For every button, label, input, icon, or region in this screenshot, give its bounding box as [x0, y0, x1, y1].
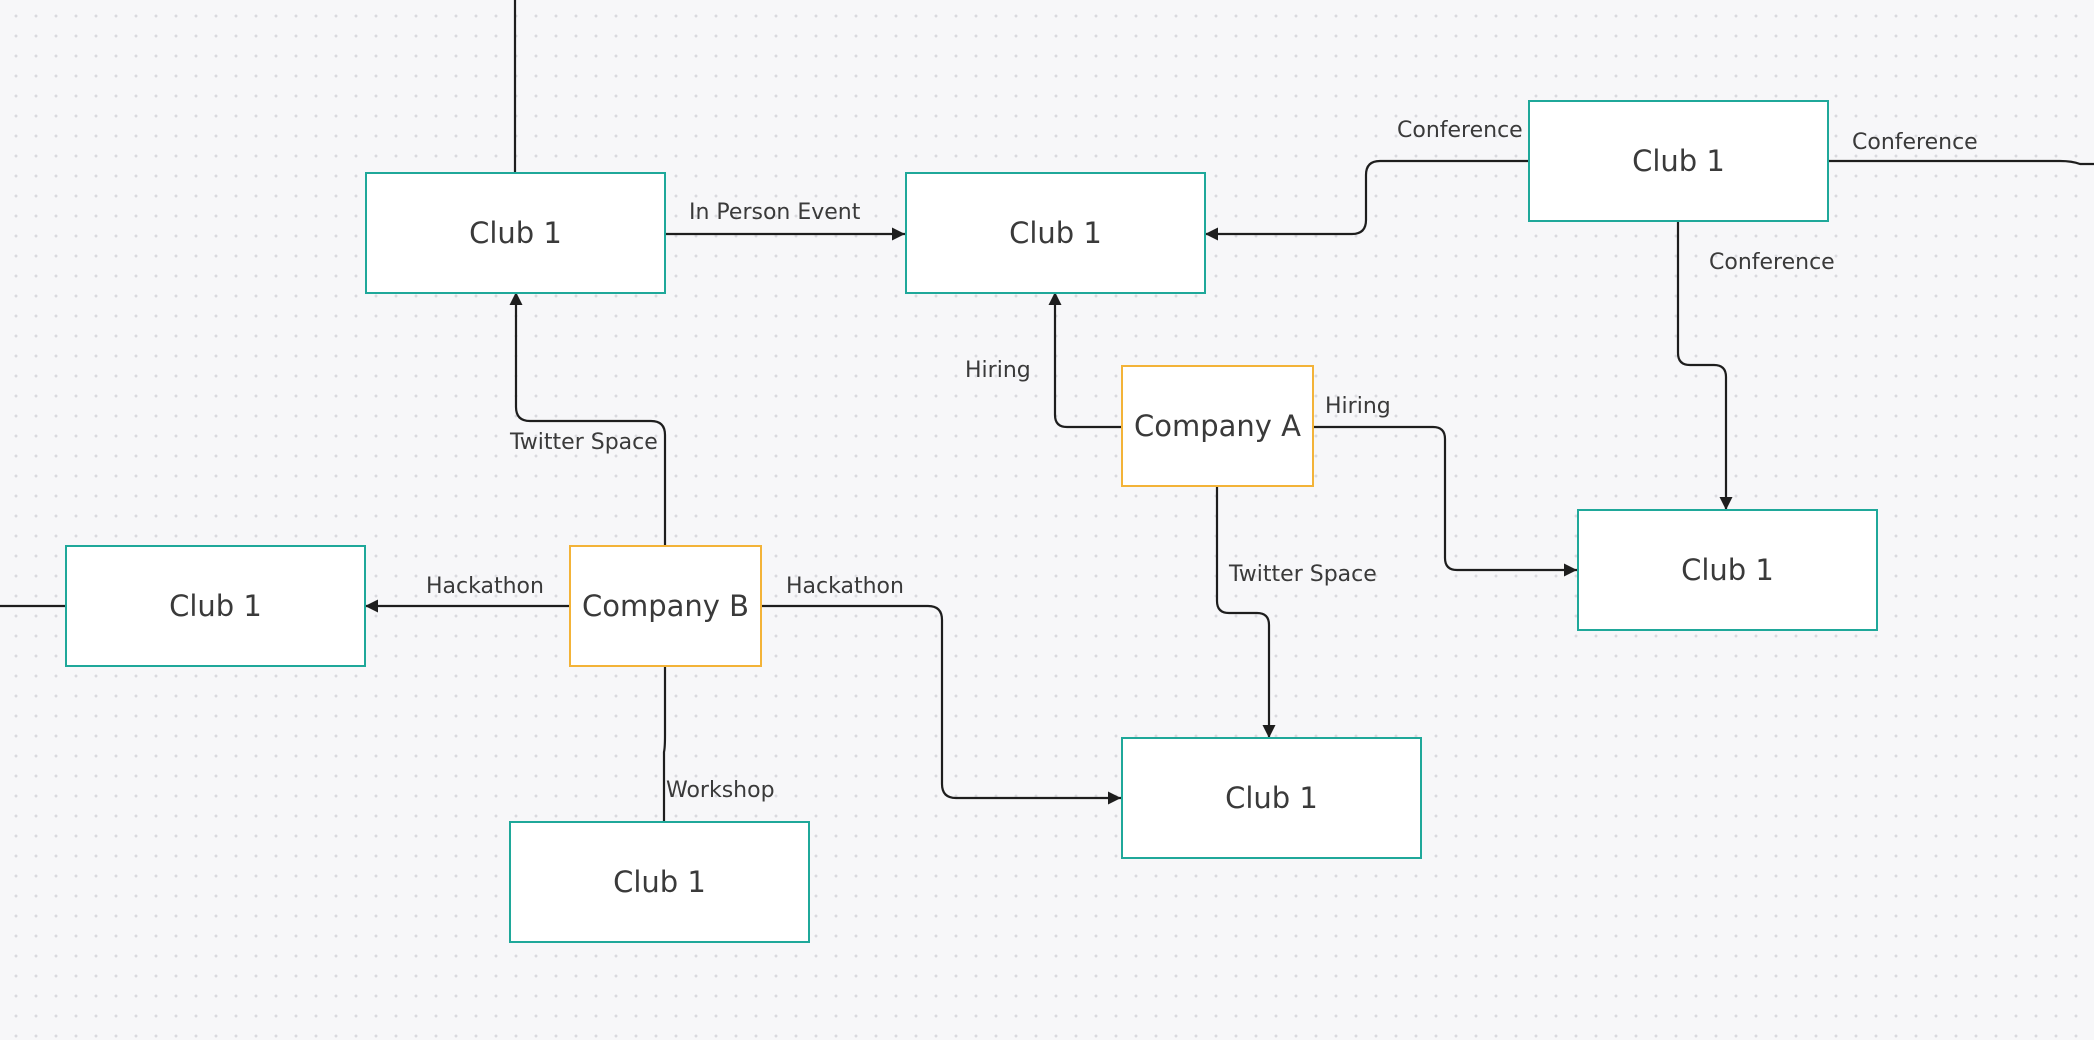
club-node-top-center[interactable]: Club 1 — [905, 172, 1206, 294]
company-node-label: Company A — [1133, 409, 1302, 443]
club-node-top-right[interactable]: Club 1 — [1528, 100, 1829, 222]
edge-label-hiring-right[interactable]: Hiring — [1325, 394, 1391, 419]
edge-label-conference-left[interactable]: Conference — [1397, 118, 1523, 143]
edge-label-conference-down[interactable]: Conference — [1709, 250, 1835, 275]
connector-conference-down[interactable] — [1676, 222, 1733, 510]
club-node-label: Club 1 — [1632, 144, 1725, 178]
edge-label-hackathon-right[interactable]: Hackathon — [786, 574, 904, 599]
club-node-bottom-left[interactable]: Club 1 — [509, 821, 810, 943]
edge-label-hiring-left[interactable]: Hiring — [965, 358, 1031, 383]
club-node-right[interactable]: Club 1 — [1577, 509, 1878, 631]
connector-conference-left[interactable] — [1205, 159, 1528, 241]
edge-label-in-person-event[interactable]: In Person Event — [689, 200, 861, 225]
club-node-label: Club 1 — [469, 216, 562, 250]
club-node-label: Club 1 — [169, 589, 262, 623]
edge-label-workshop[interactable]: Workshop — [666, 778, 775, 803]
club-node-label: Club 1 — [613, 865, 706, 899]
connector-twitter-space-a[interactable] — [1215, 486, 1276, 738]
club-node-label: Club 1 — [1225, 781, 1318, 815]
edge-label-hackathon-left[interactable]: Hackathon — [426, 574, 544, 599]
connector-hiring-right[interactable] — [1313, 425, 1577, 577]
connector-hiring-left[interactable] — [1048, 292, 1121, 429]
edge-label-twitter-space-a[interactable]: Twitter Space — [1229, 562, 1377, 587]
company-b-node[interactable]: Company B — [569, 545, 762, 667]
club-node-label: Club 1 — [1681, 553, 1774, 587]
club-node-label: Club 1 — [1009, 216, 1102, 250]
edge-label-conference-right[interactable]: Conference — [1852, 130, 1978, 155]
connector-hackathon-right[interactable] — [761, 604, 1121, 805]
edge-label-twitter-space-b[interactable]: Twitter Space — [510, 430, 658, 455]
company-a-node[interactable]: Company A — [1121, 365, 1314, 487]
club-node-left[interactable]: Club 1 — [65, 545, 366, 667]
club-node-bottom-center[interactable]: Club 1 — [1121, 737, 1422, 859]
connector-right-offscreen[interactable] — [1828, 159, 2094, 166]
connector-twitter-space-b[interactable] — [509, 292, 667, 545]
company-node-label: Company B — [581, 589, 750, 623]
connector-workshop[interactable] — [657, 666, 671, 846]
club-node-top-left[interactable]: Club 1 — [365, 172, 666, 294]
